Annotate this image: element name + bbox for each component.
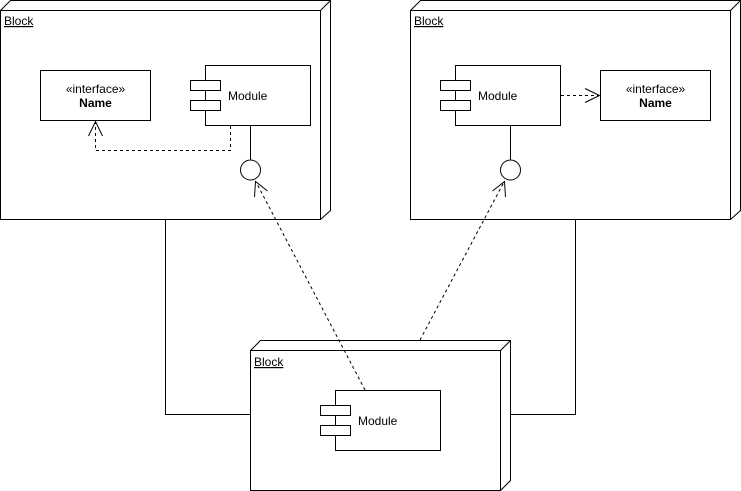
right-module[interactable]: Module xyxy=(440,65,561,126)
bottom-node-depth-edge xyxy=(500,340,511,351)
right-module-port-bottom xyxy=(440,100,471,111)
right-interface-name: Name xyxy=(639,96,672,110)
left-dependency-arrowhead xyxy=(88,120,103,137)
left-node-label: Block xyxy=(4,14,34,28)
left-node-depth-edge xyxy=(320,0,331,11)
bottom-to-right-interface-arrowhead xyxy=(492,180,506,198)
left-module-label: Module xyxy=(228,89,268,103)
right-interface[interactable]: «interface» Name xyxy=(600,70,711,121)
link-left-to-bottom[interactable] xyxy=(165,220,251,415)
cross-dependencies xyxy=(254,180,506,391)
left-module-port-bottom xyxy=(190,100,221,111)
bottom-module-port-top xyxy=(320,405,351,416)
left-interface[interactable]: «interface» Name xyxy=(40,70,151,121)
right-node[interactable]: Block Module «interface» Name xyxy=(410,0,741,220)
right-interface-stereotype: «interface» xyxy=(626,82,686,96)
left-module[interactable]: Module xyxy=(190,65,311,126)
link-right-to-bottom[interactable] xyxy=(500,220,576,415)
left-module-port-top xyxy=(190,80,221,91)
bottom-module[interactable]: Module xyxy=(320,390,441,451)
left-node[interactable]: Block «interface» Name Module xyxy=(0,0,331,220)
left-dependency-line[interactable] xyxy=(95,122,231,151)
left-lollipop-circle[interactable] xyxy=(240,159,261,181)
right-module-box xyxy=(455,65,561,126)
bottom-to-left-interface-arrowhead xyxy=(254,180,268,198)
bottom-node-label: Block xyxy=(254,355,284,369)
right-lollipop-circle[interactable] xyxy=(500,159,521,181)
right-interface-box xyxy=(600,70,711,121)
left-interface-name: Name xyxy=(79,96,112,110)
right-dependency-arrowhead xyxy=(584,88,601,103)
right-module-label: Module xyxy=(478,89,518,103)
right-node-depth-edge xyxy=(730,0,741,11)
left-module-box xyxy=(205,65,311,126)
bottom-module-port-bottom xyxy=(320,425,351,436)
left-interface-stereotype: «interface» xyxy=(66,82,126,96)
bottom-node[interactable]: Block Module xyxy=(250,340,511,491)
bottom-module-label: Module xyxy=(358,414,398,428)
right-node-label: Block xyxy=(414,14,444,28)
bottom-module-box xyxy=(335,390,441,451)
connectors xyxy=(165,220,576,415)
right-module-port-top xyxy=(440,80,471,91)
